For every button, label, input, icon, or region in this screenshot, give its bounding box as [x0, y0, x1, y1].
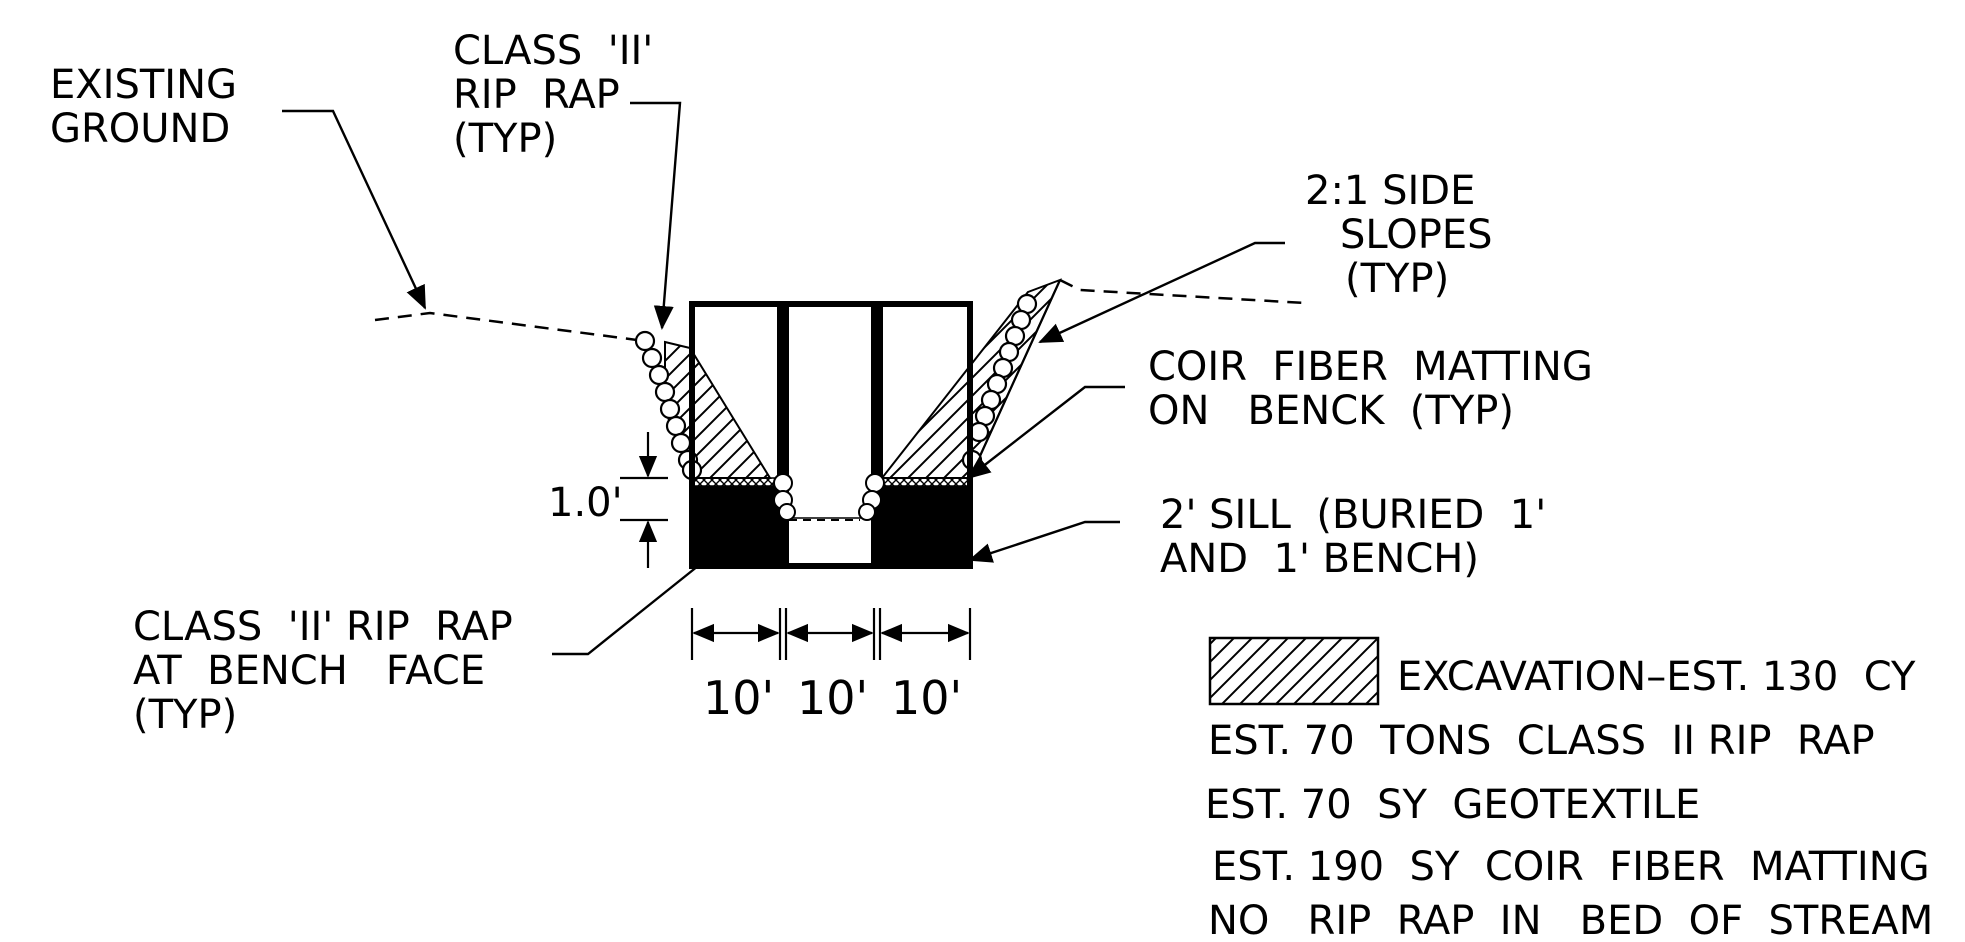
note-geotextile: EST. 70 SY GEOTEXTILE — [1205, 782, 1700, 828]
width-dimensions — [690, 608, 972, 660]
width-label-right: 10' — [891, 671, 962, 725]
depth-dimension-label: 1.0' — [548, 480, 623, 526]
note-riprap-tons: EST. 70 TONS CLASS II RIP RAP — [1208, 718, 1875, 764]
excavation-legend-label: EXCAVATION–EST. 130 CY — [1397, 654, 1916, 700]
note-coir-matting: EST. 190 SY COIR FIBER MATTING — [1212, 844, 1930, 890]
excavation-legend-swatch — [1208, 636, 1380, 706]
sill-label: 2' SILL (BURIED 1' AND 1' BENCH) — [1160, 492, 1546, 582]
existing-ground-line — [374, 278, 1306, 343]
coir-matting-label: COIR FIBER MATTING ON BENCK (TYP) — [0, 0, 1656, 434]
note-no-riprap: NO RIP RAP IN BED OF STREAM — [1208, 898, 1933, 942]
class-ii-riprap-label: CLASS 'II' RIP RAP (TYP) — [0, 0, 717, 162]
sill-blocks — [692, 486, 970, 566]
depth-dimension — [620, 432, 668, 568]
width-label-left: 10' — [703, 671, 774, 725]
side-slopes-label: 2:1 SIDE SLOPES (TYP) — [0, 0, 1556, 302]
riprap-bench-face-label: CLASS 'II' RIP RAP AT BENCH FACE (TYP) — [0, 0, 576, 738]
leaders — [282, 101, 1285, 656]
stream-bed — [773, 473, 885, 521]
width-label-middle: 10' — [797, 671, 868, 725]
riprap-slopes — [634, 279, 1062, 481]
coir-matting — [691, 477, 971, 487]
existing-ground-label: EXISTING GROUND — [0, 0, 301, 152]
